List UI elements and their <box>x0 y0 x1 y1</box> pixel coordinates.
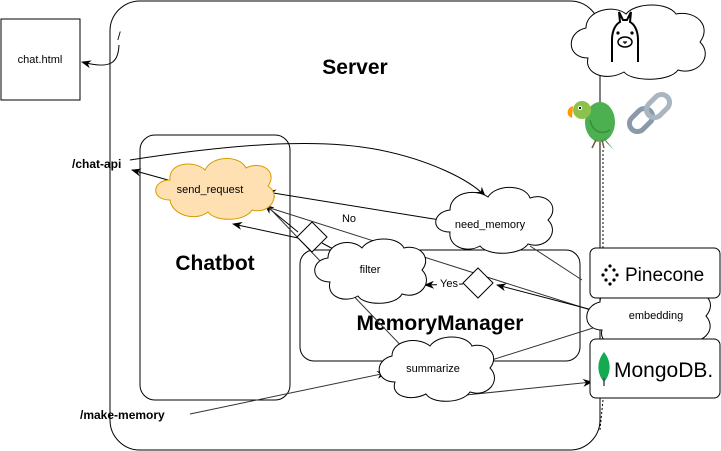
root-route-arrow <box>81 44 120 69</box>
make-memory-to-summarize-edge <box>189 370 387 415</box>
need-memory-to-pinecone-edge <box>529 245 583 281</box>
embedding-cloud: embedding <box>586 282 711 350</box>
chain-link-icon <box>626 91 673 135</box>
embedding-to-diamond-edge <box>496 283 601 313</box>
server-container <box>109 0 601 451</box>
make-memory-label: /make-memory <box>80 408 165 422</box>
decision-diamond-chatbot <box>296 221 328 253</box>
send-request-to-chat-api-edge <box>131 168 169 181</box>
mongodb-leaf-icon <box>598 352 610 382</box>
yes-edge-label: Yes <box>440 278 458 290</box>
pinecone-logo: Pinecone <box>589 247 721 299</box>
yes-label-bg <box>437 277 459 290</box>
llama-icon <box>611 11 639 62</box>
memory-manager-title: MemoryManager <box>357 312 524 335</box>
chatbot-title: Chatbot <box>175 252 254 275</box>
filter-cloud: filter <box>314 238 427 304</box>
send-request-to-embedding-edge <box>269 207 601 314</box>
send-request-cloud: send_request <box>155 158 275 220</box>
no-edge-label: No <box>342 213 356 225</box>
summarize-to-mongodb-edge <box>465 378 593 396</box>
send-request-label: send_request <box>177 184 244 196</box>
need-memory-no-edge <box>266 189 441 221</box>
parrot-icon <box>567 101 615 150</box>
mongodb-text: MongoDB. <box>614 359 713 382</box>
diamond-to-chatbot-edge <box>232 221 299 239</box>
mongo-dotted-line <box>599 399 604 431</box>
need-memory-cloud: need_memory <box>435 186 554 254</box>
chat-api-label: /chat-api <box>72 157 121 171</box>
pinecone-text: Pinecone <box>625 265 704 286</box>
summarize-cloud: summarize <box>378 336 495 402</box>
chat-html-label: chat.html <box>18 54 63 66</box>
decision-diamond-memory <box>462 267 494 299</box>
no-label-bg <box>339 211 359 224</box>
summarize-label: summarize <box>406 363 460 375</box>
root-route-label: / <box>117 29 121 43</box>
server-title: Server <box>322 56 387 79</box>
embedding-label: embedding <box>629 310 683 322</box>
ollama-cloud <box>570 4 706 80</box>
filter-label: filter <box>360 264 381 276</box>
chat-api-to-need-memory-edge <box>129 142 486 197</box>
pinecone-icon <box>601 264 619 286</box>
chat-html-box <box>0 18 81 101</box>
need-memory-label: need_memory <box>455 219 526 231</box>
mongodb-logo: MongoDB. <box>589 338 721 399</box>
